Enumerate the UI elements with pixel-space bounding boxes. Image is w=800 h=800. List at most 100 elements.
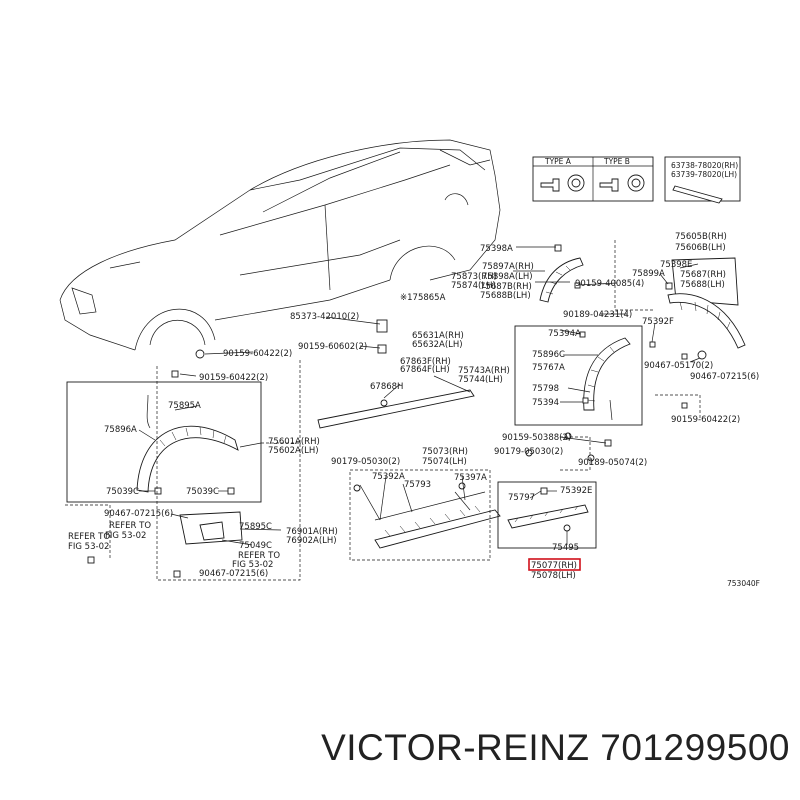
front-clip-b xyxy=(227,487,235,495)
label-90159-60422-a: 90159-60422(2) xyxy=(223,349,292,359)
label-fig-53-02-2: FIG 53-02 xyxy=(68,542,109,552)
label-67868h: 67868H xyxy=(370,382,403,392)
label-90159-60602: 90159-60602(2) xyxy=(298,342,367,352)
label-75797: 75797 xyxy=(508,493,535,503)
label-75495: 75495 xyxy=(552,543,579,553)
label-75865a: ※175865A xyxy=(400,293,446,303)
label-75398a: 75398A xyxy=(480,244,513,254)
label-75392a: 75392A xyxy=(372,472,405,482)
label-75743a: 75743A(RH) xyxy=(458,366,510,376)
figure-code: 753040F xyxy=(727,579,760,588)
label-refer-to-2: REFER TO xyxy=(68,532,110,542)
label-90467-07215-a: 90467-07215(6) xyxy=(104,509,173,519)
part-labels: 75398A 75897A(RH) 75873(RH) 75898A(LH) 7… xyxy=(68,232,760,588)
label-90467-07215-b: 90467-07215(6) xyxy=(199,569,268,579)
label-90159-60422-b: 90159-60422(2) xyxy=(199,373,268,383)
label-fig-53-02-3: FIG 53-02 xyxy=(232,560,273,570)
brand-name: VICTOR-REINZ xyxy=(321,727,590,768)
label-75895c: 75895C xyxy=(239,522,272,532)
brand-caption: VICTOR-REINZ 701299500 xyxy=(260,727,790,777)
rear-wheel-opening-moulding xyxy=(583,337,631,411)
label-75873: 75873(RH) xyxy=(451,272,497,282)
type-a-label: TYPE A xyxy=(544,157,572,166)
label-90159-60422-r: 90159-60422(2) xyxy=(671,415,740,425)
moulding-strip-icon xyxy=(672,185,723,204)
label-65631a: 65631A(RH) xyxy=(412,331,464,341)
label-75602a: 75602A(LH) xyxy=(268,446,319,456)
dashed-frames xyxy=(65,240,701,581)
label-75895a: 75895A xyxy=(168,401,201,411)
clip-type-legend: TYPE A TYPE B 63738-78020(RH) 63739-7802… xyxy=(532,156,741,204)
label-fig-53-02-1: FIG 53-02 xyxy=(105,531,146,541)
label-90467-05170: 90467-05170(2) xyxy=(644,361,713,371)
label-67864f: 67864F(LH) xyxy=(400,365,450,375)
label-90179-05030-a: 90179-05030(2) xyxy=(494,447,563,457)
label-75897a: 75897A(RH) xyxy=(482,262,534,272)
fasteners xyxy=(87,319,688,578)
moulding-clip-code-lh: 63739-78020(LH) xyxy=(671,170,737,179)
rocker-moulding-group xyxy=(317,389,501,549)
label-75687: 75687(RH) xyxy=(680,270,726,280)
moulding-clip-code-rh: 63738-78020(RH) xyxy=(671,161,738,170)
label-75039c-a: 75039C xyxy=(106,487,139,497)
label-76902a: 76902A(LH) xyxy=(286,536,337,546)
side-sill-moulding xyxy=(374,509,501,549)
front-wheel-opening-moulding xyxy=(136,425,239,493)
label-65632a: 65632A(LH) xyxy=(412,340,463,350)
label-75077-rh: 75077(RH) xyxy=(531,561,577,571)
label-75793: 75793 xyxy=(404,480,431,490)
label-75688b: 75688B(LH) xyxy=(480,291,531,301)
clip-type-a-icon xyxy=(540,174,585,192)
label-75073: 75073(RH) xyxy=(422,447,468,457)
label-75899a: 75899A xyxy=(632,269,665,279)
rear-fender-flare-top xyxy=(539,244,746,360)
label-75394: 75394 xyxy=(532,398,559,408)
label-75874: 75874(LH) xyxy=(451,281,496,291)
label-75688: 75688(LH) xyxy=(680,280,725,290)
rear-bumper-box xyxy=(497,481,597,549)
part-number: 701299500 xyxy=(600,727,790,768)
label-90159-40085: 90159-40085(4) xyxy=(575,279,644,289)
label-refer-to-3: REFER TO xyxy=(238,551,280,561)
label-75394a: 75394A xyxy=(548,329,581,339)
label-75687b: 75687B(RH) xyxy=(480,282,532,292)
label-75767a: 75767A xyxy=(532,363,565,373)
label-75039c-b: 75039C xyxy=(186,487,219,497)
rear-liner-panel xyxy=(671,257,739,306)
label-refer-to-1: REFER TO xyxy=(109,521,151,531)
front-clip-a xyxy=(154,487,162,495)
label-75898a: 75898A(LH) xyxy=(482,272,533,282)
label-75601a: 75601A(RH) xyxy=(268,437,320,447)
label-75049c: 75049C xyxy=(239,541,272,551)
label-67863f: 67863F(RH) xyxy=(400,357,451,367)
label-75397a: 75397A xyxy=(454,473,487,483)
rear-fender-box xyxy=(514,325,643,447)
label-85373: 85373-42010(2) xyxy=(290,312,359,322)
label-90189-04231: 90189-04231(4) xyxy=(563,310,632,320)
label-75744: 75744(LH) xyxy=(458,375,503,385)
label-75605b: 75605B(RH) xyxy=(675,232,727,242)
label-75392f: 75392F xyxy=(642,317,674,327)
highlighted-part-box xyxy=(528,558,581,571)
label-75896c: 75896C xyxy=(532,350,565,360)
clip-type-b-icon xyxy=(599,174,645,192)
door-moulding xyxy=(317,389,475,429)
label-90179-05030-b: 90179-05030(2) xyxy=(331,457,400,467)
label-75074: 75074(LH) xyxy=(422,457,467,467)
label-75078-lh: 75078(LH) xyxy=(531,571,576,581)
front-fender-group xyxy=(66,381,262,545)
label-75798: 75798 xyxy=(532,384,559,394)
leader-lines xyxy=(138,246,701,546)
label-90189-05074: 90189-05074(2) xyxy=(578,458,647,468)
type-b-label: TYPE B xyxy=(603,157,630,166)
label-76901a: 76901A(RH) xyxy=(286,527,338,537)
label-90467-07215-r: 90467-07215(6) xyxy=(690,372,759,382)
label-75896a: 75896A xyxy=(104,425,137,435)
label-75606b: 75606B(LH) xyxy=(675,243,726,253)
label-75398e: 75398E xyxy=(660,260,692,270)
vehicle-outline xyxy=(59,139,501,351)
rear-bumper-moulding xyxy=(507,504,589,529)
label-90159-50388: 90159-50388(2) xyxy=(502,433,571,443)
label-75392e: 75392E xyxy=(560,486,592,496)
